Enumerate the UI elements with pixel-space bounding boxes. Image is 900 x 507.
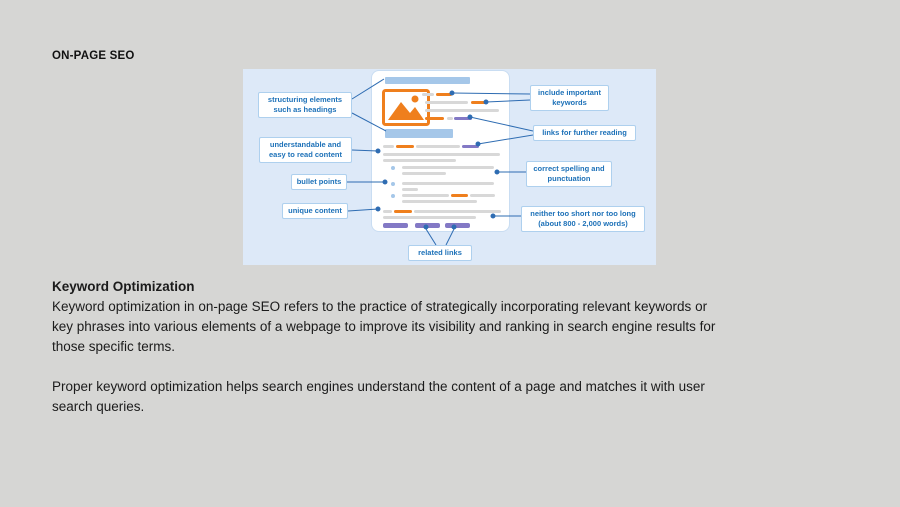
text-line [425,101,468,104]
text-line [414,210,501,213]
bullet-dot [391,182,395,186]
text-line [383,145,394,148]
callout-correct-spelling: correct spelling and punctuation [526,161,612,187]
text-line [383,210,392,213]
text-line [402,172,446,175]
image-placeholder-icon [382,89,430,126]
callout-bullet-points: bullet points [291,174,347,190]
text-line [425,109,499,112]
callout-unique-content: unique content [282,203,348,219]
text-line [383,159,456,162]
callout-important-keywords: include important keywords [530,85,609,111]
subheading-bar [385,129,453,138]
keyword-highlight [436,93,452,96]
text-line [447,117,453,120]
paragraph-line: Proper keyword optimization helps search… [52,379,705,394]
bullet-dot [391,194,395,198]
link-highlight [454,117,472,120]
text-line [422,93,434,96]
page-title: ON-PAGE SEO [52,50,135,62]
text-line [402,194,449,197]
section-heading: Keyword Optimization [52,279,195,294]
callout-further-reading-links: links for further reading [533,125,636,141]
paragraph-line: key phrases into various elements of a w… [52,319,716,334]
text-line [470,194,495,197]
text-line [383,216,476,219]
text-line [402,188,418,191]
related-link-bar [415,223,440,228]
callout-word-count: neither too short nor too long (about 80… [521,206,645,232]
heading-bar [385,77,470,84]
keyword-highlight [396,145,414,148]
keyword-highlight [425,117,444,120]
keyword-highlight [471,101,487,104]
webpage-mockup [371,70,510,232]
callout-related-links: related links [408,245,472,261]
paragraph-line: Keyword optimization in on-page SEO refe… [52,299,708,314]
keyword-highlight [451,194,468,197]
text-line [402,166,494,169]
text-line [416,145,460,148]
related-link-bar [445,223,470,228]
paragraph-line: search queries. [52,399,145,414]
bullet-dot [391,166,395,170]
text-line [402,182,494,185]
callout-structuring-elements: structuring elements such as headings [258,92,352,118]
related-link-bar [383,223,408,228]
text-line [383,153,500,156]
seo-diagram: structuring elements such as headings un… [243,69,656,265]
keyword-highlight [394,210,412,213]
text-line [402,200,477,203]
body-text: Keyword Optimization Keyword optimizatio… [52,277,715,417]
callout-readable-content: understandable and easy to read content [259,137,352,163]
paragraph-line: those specific terms. [52,339,176,354]
link-highlight [462,145,479,148]
